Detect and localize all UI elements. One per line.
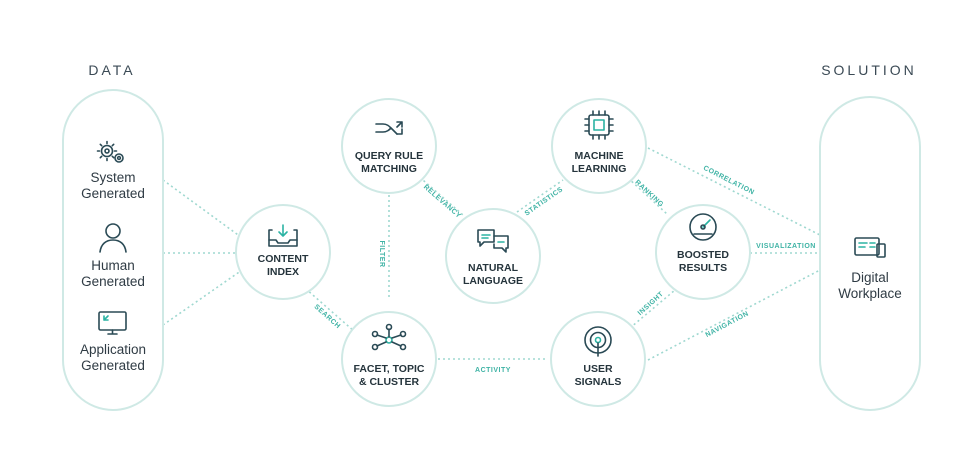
edge-label-visualization: VISUALIZATION [756,243,816,250]
node-boosted-results-line1: BOOSTED [677,249,729,261]
node-natural-language: NATURAL LANGUAGE [445,208,541,304]
person-icon [99,223,127,253]
monitor-icon [98,311,127,335]
solution-heading: SOLUTION [821,62,917,78]
source-application-line1: Application [80,342,146,357]
edge-label-filter: FILTER [378,241,385,268]
edges [162,147,821,361]
node-natural-language-line2: LANGUAGE [463,275,523,287]
edge-insight [629,289,676,329]
edge-navigation [647,269,821,361]
node-machine-learning-line2: LEARNING [572,163,627,175]
edge-label-insight: INSIGHT [637,290,666,317]
node-query-rule-line2: MATCHING [361,163,417,175]
source-system-line1: System [90,170,135,185]
edge-label-relevancy: RELEVANCY [422,184,462,220]
edge-ranking [627,177,668,215]
split-arrows-icon [375,121,403,135]
edge-label-activity: ACTIVITY [475,367,511,374]
gauge-icon [689,213,717,241]
node-query-rule-line1: QUERY RULE [355,150,423,162]
speech-bubbles-icon [477,229,509,253]
node-facet-line2: & CLUSTER [359,376,420,388]
edge-relevancy [415,173,464,216]
source-system-line2: Generated [81,186,145,201]
node-user-signals-line2: SIGNALS [575,376,622,388]
solution-line1: Digital [851,270,889,285]
chip-icon [584,110,614,140]
edge-label-statistics: STATISTICS [524,186,565,217]
node-facet-line1: FACET, TOPIC [354,363,425,375]
node-content-index: CONTENT INDEX [235,204,331,300]
node-facet: FACET, TOPIC & CLUSTER [341,311,437,407]
source-system: System Generated [81,140,145,201]
node-boosted-results: BOOSTED RESULTS [655,204,751,300]
node-natural-language-line1: NATURAL [468,262,519,274]
edge-label-ranking: RANKING [633,179,664,209]
solution-line2: Workplace [838,286,902,301]
source-application-line2: Generated [81,358,145,373]
signal-icon [584,326,612,357]
node-machine-learning-line1: MACHINE [575,150,624,162]
node-query-rule: QUERY RULE MATCHING [341,98,437,194]
source-human: Human Generated [81,223,145,289]
edge-label-navigation: NAVIGATION [705,310,751,339]
node-user-signals: USER SIGNALS [550,311,646,407]
data-sources-panel: System Generated Human Generated Applica… [62,89,164,411]
solution-pill [819,96,921,411]
gears-icon [96,140,124,163]
node-boosted-results-line2: RESULTS [679,262,727,274]
node-machine-learning: MACHINE LEARNING [551,98,647,194]
edge-application-content [162,267,246,326]
node-content-index-line2: INDEX [267,266,299,278]
source-human-line2: Generated [81,274,145,289]
source-human-line1: Human [91,258,135,273]
solution-panel: Digital Workplace [819,96,921,411]
edge-system-content [162,179,246,241]
node-user-signals-line1: USER [583,363,613,375]
workplace-icon [854,237,886,258]
inbox-icon [268,224,298,247]
source-application: Application Generated [80,311,146,373]
node-content-index-line1: CONTENT [258,253,309,265]
edge-statistics [516,179,564,213]
data-heading: DATA [88,62,135,78]
edge-correlation [647,147,821,236]
network-icon [371,323,407,351]
data-pill [62,89,164,411]
edge-label-search: SEARCH [313,303,342,330]
edge-label-correlation: CORRELATION [702,165,755,197]
